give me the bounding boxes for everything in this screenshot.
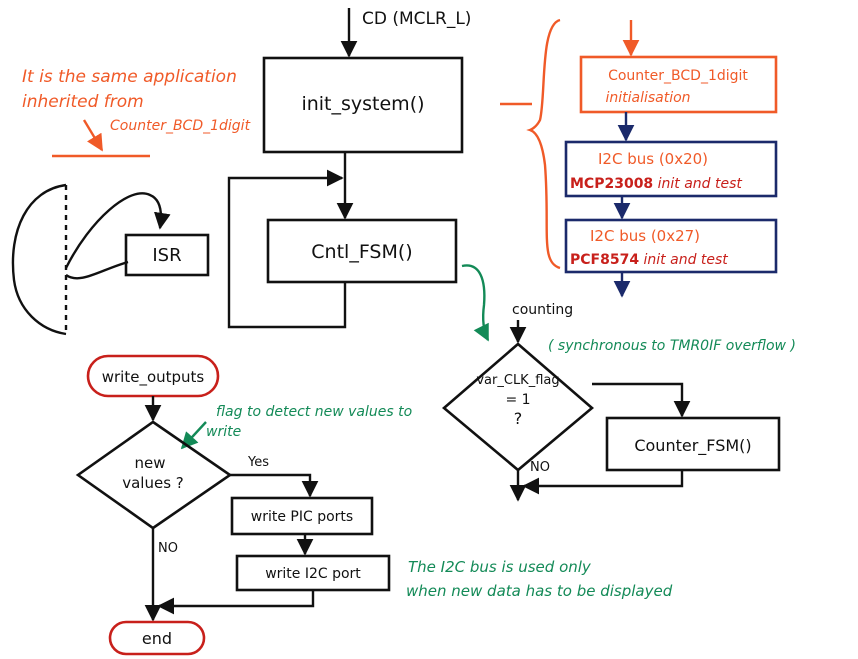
clk-flag-line1: var_CLK_flag <box>476 373 559 388</box>
init-step2-line2: MCP23008 init and test <box>570 176 742 192</box>
counting-label: counting <box>512 302 573 318</box>
init-step3-line2: PCF8574 init and test <box>570 252 728 268</box>
orange-brace <box>526 18 561 270</box>
init-step1-line2: initialisation <box>605 90 690 106</box>
isr-label: ISR <box>152 245 181 266</box>
init-step2-line1: I2C bus (0x20) <box>598 150 708 168</box>
init-system-label: init_system() <box>301 93 424 115</box>
orange-note-arrow <box>82 119 104 152</box>
end-terminator <box>108 620 206 656</box>
flag-note-line1: flag to detect new values to <box>216 404 412 420</box>
ctrl-fsm-box <box>266 218 458 284</box>
clk-yes-arrow <box>592 382 691 418</box>
write-outputs-label: write_outputs <box>102 368 205 387</box>
flag-note-line2: write <box>206 424 241 440</box>
write-pic-ports-box <box>230 496 374 536</box>
clk-flag-line2: = 1 <box>505 392 530 408</box>
ctrl-fsm-label: Cntl_FSM() <box>311 241 412 263</box>
new-values-line2: values ? <box>122 474 184 492</box>
orange-note-line2: inherited from <box>22 92 144 112</box>
init-system-box <box>262 56 464 154</box>
isr-call-arrow <box>64 192 171 269</box>
new-values-no-label: NO <box>158 541 178 556</box>
input-label: CD (MCLR_L) <box>362 9 471 29</box>
write-pic-ports-label: write PIC ports <box>251 509 353 525</box>
init-step2-box <box>564 140 778 198</box>
end-label: end <box>142 629 172 648</box>
init-step1-line1: Counter_BCD_1digit <box>608 68 748 84</box>
green-link-arrow <box>461 264 490 342</box>
orange-note-line1: It is the same application <box>22 67 237 87</box>
new-values-yes-label: Yes <box>247 455 269 470</box>
init-step3-line1: I2C bus (0x27) <box>590 227 700 245</box>
clk-flag-line3: ? <box>514 409 523 428</box>
isr-return <box>65 260 129 280</box>
i2c-return-arrow <box>157 590 315 615</box>
counter-fsm-label: Counter_FSM() <box>634 436 751 456</box>
new-values-yes-arrow <box>230 473 319 498</box>
write-i2c-port-label: write I2C port <box>265 566 361 582</box>
sync-note: ( synchronous to TMR0IF overflow ) <box>548 338 796 354</box>
i2c-note-line1: The I2C bus is used only <box>408 558 592 576</box>
counter-fsm-box <box>605 416 781 472</box>
init-step1-box <box>579 55 778 114</box>
new-values-line1: new <box>134 454 165 472</box>
isr-box <box>124 233 210 277</box>
orange-note-line3: Counter_BCD_1digit <box>110 118 251 134</box>
counter-return-arrow <box>522 470 684 495</box>
init-step3-box <box>564 218 778 274</box>
i2c-note-line2: when new data has to be displayed <box>406 582 673 600</box>
main-loop-arrow <box>227 169 347 329</box>
clk-no-label: NO <box>530 460 550 475</box>
isr-outer-loop <box>11 183 67 336</box>
